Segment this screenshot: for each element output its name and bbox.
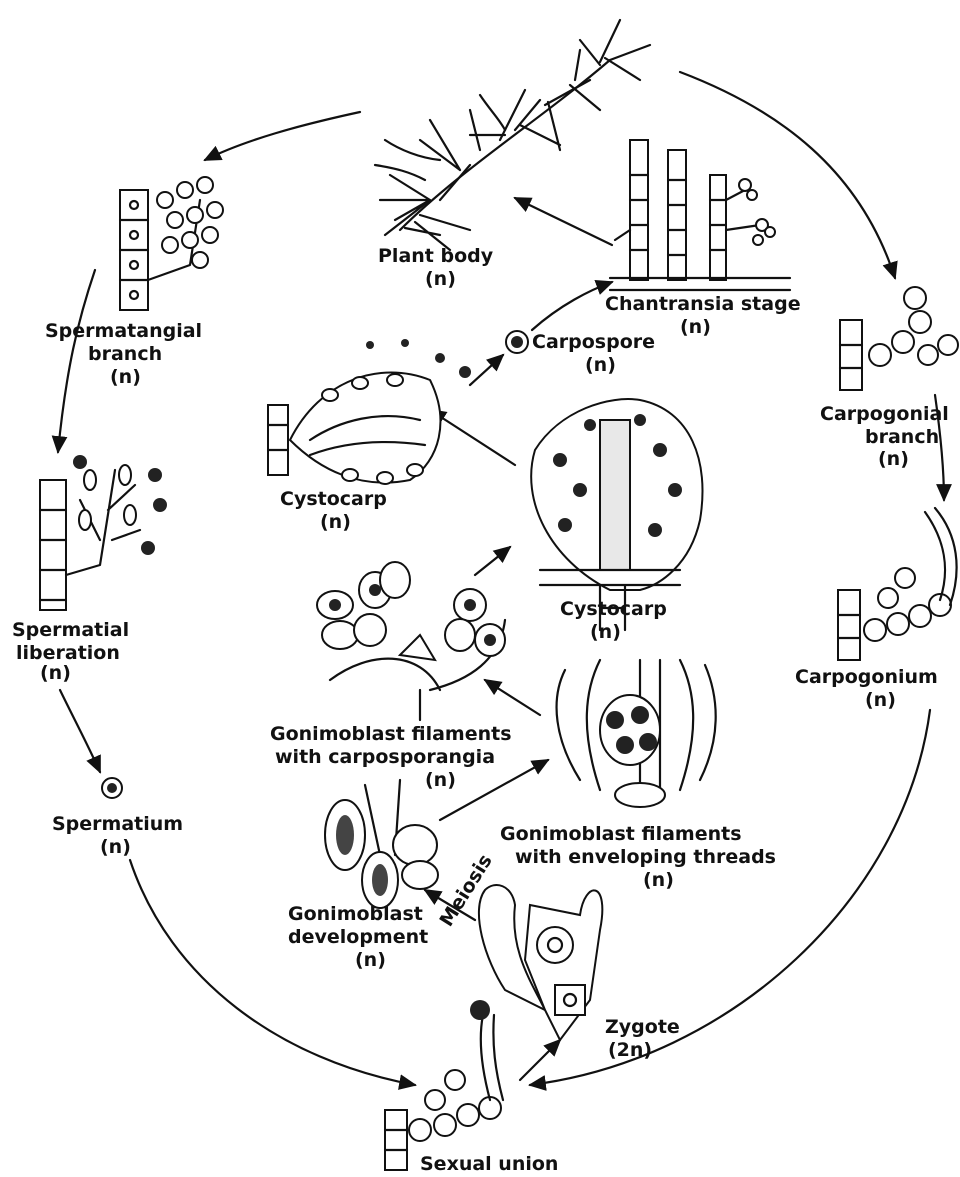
spermatangial-label-1: Spermatangial [45,320,202,342]
spermatium-label: Spermatium [52,813,183,835]
plant-body-ploidy: (n) [425,268,456,290]
plant-body-label: Plant body [378,245,494,267]
carpospore-label: Carpospore [532,331,655,353]
spermatial-liberation-drawing [40,455,167,610]
enveloping-drawing [557,660,716,807]
gonimoblast-dev-ploidy: (n) [355,949,386,971]
plant-body-drawing [375,20,650,250]
cystocarp-left-ploidy: (n) [320,511,351,533]
arrow-to-plant-body [515,198,612,245]
carpogonial-ploidy: (n) [878,448,909,470]
liberation-label-1: Spermatial [12,619,129,641]
liberation-ploidy: (n) [40,662,71,684]
carpospore-drawing [506,331,528,353]
spermatangial-label-2: branch [88,343,162,365]
carpogonial-branch-drawing [840,287,958,390]
sexual-union-drawing [385,1000,503,1170]
arrow-to-spermatium [60,690,100,772]
carpospore-ploidy: (n) [585,354,616,376]
gonimoblast-dev-label-1: Gonimoblast [288,903,423,925]
cystocarp-right-label: Cystocarp [560,598,667,620]
cystocarp-left-label: Cystocarp [280,488,387,510]
sexual-union-label: Sexual union [420,1153,558,1175]
enveloping-label-1: Gonimoblast filaments [500,823,742,845]
chantransia-drawing [610,140,790,290]
arrow-to-chantransia [532,282,612,330]
arrow-to-carpospore [470,355,503,385]
carpogonium-drawing [838,508,957,660]
arrow-to-cystocarp-left [430,410,515,465]
carposporangia-label-2: with carposporangia [275,746,495,768]
carposporangia-drawing [317,562,505,720]
enveloping-ploidy: (n) [643,869,674,891]
cystocarp-right-drawing [531,399,702,630]
gonimoblast-dev-label-2: development [288,926,428,948]
zygote-label: Zygote [605,1016,680,1038]
carposporangia-label-1: Gonimoblast filaments [270,723,512,745]
carpogonium-ploidy: (n) [865,689,896,711]
zygote-drawing [479,885,602,1040]
carposporangia-ploidy: (n) [425,769,456,791]
carpogonial-label-2: branch [865,426,939,448]
arrow-to-cystocarp-right [475,547,510,575]
cystocarp-right-ploidy: (n) [590,621,621,643]
chantransia-ploidy: (n) [680,316,711,338]
arrow-to-spermatangial [205,112,360,160]
spermatangial-drawing [120,177,223,310]
arrow-to-carposporangia [485,680,540,715]
spermatangial-ploidy: (n) [110,366,141,388]
carpogonial-label-1: Carpogonial [820,403,949,425]
chantransia-label: Chantransia stage [605,293,801,315]
gonimoblast-dev-drawing [325,780,438,908]
spermatium-drawing [102,778,122,798]
zygote-ploidy: (2n) [608,1039,652,1061]
carpogonium-label: Carpogonium [795,666,938,688]
liberation-label-2: liberation [16,642,120,664]
cystocarp-left-drawing [268,339,471,484]
enveloping-label-2: with enveloping threads [515,846,776,868]
spermatium-ploidy: (n) [100,836,131,858]
arrow-union-to-zygote [520,1040,560,1080]
arrow-to-enveloping [440,760,548,820]
